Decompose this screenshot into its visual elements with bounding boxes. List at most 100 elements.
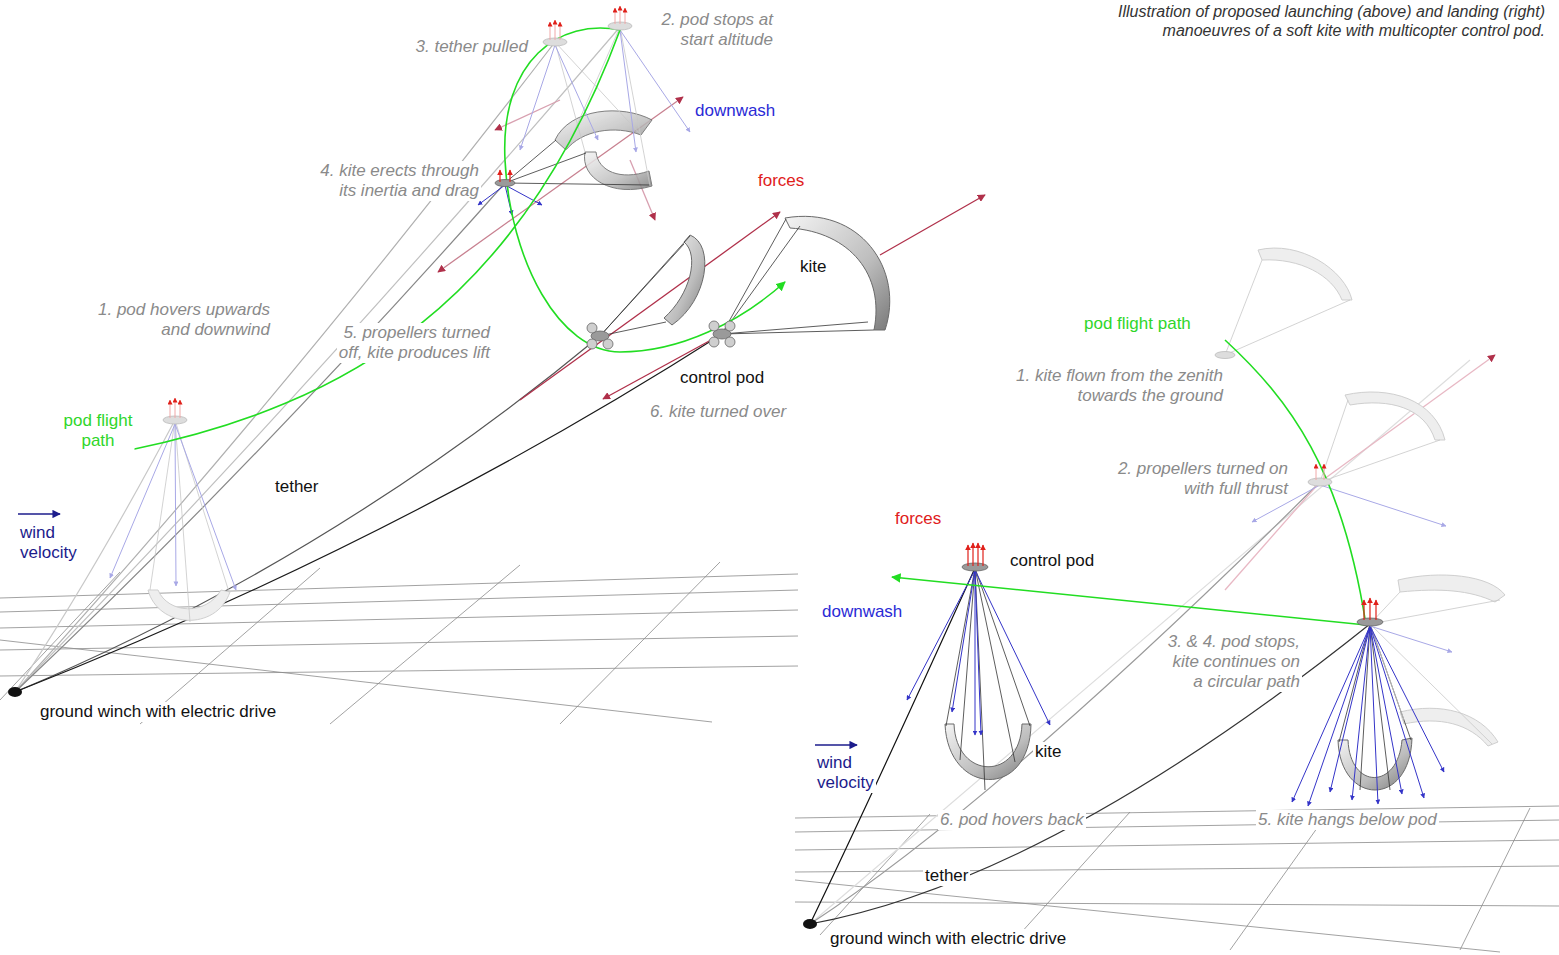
thrust-arrow-part	[180, 400, 181, 418]
bridle-line-part	[505, 153, 586, 183]
downwash-label: downwash	[693, 101, 777, 121]
ground-grid-part	[0, 640, 712, 722]
ground-grid-part	[0, 574, 798, 598]
control-pod-part	[587, 339, 597, 349]
thrust-arrow-part	[977, 543, 978, 566]
ground-grid-part	[1230, 810, 1330, 950]
step-label: 6. pod hovers back	[938, 810, 1086, 830]
ground-grid-part	[0, 610, 798, 628]
step-label: 5. kite hangs below pod	[1256, 810, 1439, 830]
downwash-arrow-part	[1370, 626, 1452, 652]
thrust-arrow-part	[509, 170, 510, 182]
text-line: 1. kite flown from the zenith	[1016, 366, 1223, 386]
text-line: 5. propellers turned	[339, 323, 490, 343]
tether-line-part	[15, 183, 505, 692]
text-line: off, kite produces lift	[339, 343, 490, 363]
force-arrow-part	[603, 334, 722, 399]
downwash-arrow-part	[1370, 626, 1444, 772]
thrust-arrow-part	[170, 400, 171, 418]
control-pod-part	[709, 337, 719, 347]
downwash-arrow-part	[975, 570, 976, 735]
downwash-arrow-part	[1330, 626, 1370, 792]
downwash-label: downwash	[820, 602, 904, 622]
text-line: 2. pod stops at	[661, 10, 773, 30]
thrust-arrow-part	[625, 8, 626, 24]
path-label: pod flight path	[62, 411, 135, 451]
bridle-line-part	[1339, 624, 1370, 742]
ground-winch-part	[803, 919, 817, 929]
downwash-arrow-part	[505, 185, 542, 205]
bridle-line-part	[722, 322, 868, 334]
bridle-line-part	[1225, 300, 1350, 355]
thrust-arrow-part	[555, 20, 556, 40]
bridle-line-part	[960, 568, 975, 760]
step-label: 2. pod stops at start altitude	[659, 10, 775, 50]
thrust-arrow-part	[972, 543, 973, 566]
ground-winch-part	[8, 687, 22, 697]
thrust-arrow-part	[1375, 600, 1376, 620]
thrust-arrow	[500, 170, 1376, 620]
part-name: control pod	[1008, 551, 1096, 571]
downwash-arrow-part	[520, 45, 555, 150]
ground-grid-part	[820, 814, 930, 935]
wind-arrow-part	[815, 744, 857, 745]
bridle-line	[505, 140, 1411, 790]
downwash-arrow	[478, 185, 1444, 806]
ground-grid-part	[0, 666, 798, 676]
text-line: and downwind	[98, 320, 270, 340]
force-arrow-part	[630, 160, 655, 220]
ground-grid-part	[0, 636, 798, 650]
bridle-line-part	[505, 183, 650, 185]
text-line: velocity	[20, 543, 77, 563]
bridle-line-part	[505, 140, 556, 183]
force-arrow-part	[495, 100, 560, 130]
ground-grid-part	[795, 902, 1559, 906]
bridle-line-part	[1320, 400, 1348, 482]
wind-label: wind velocity	[815, 753, 876, 793]
downwash-arrow-part	[175, 424, 176, 586]
kite-shape	[555, 111, 1412, 790]
text-line: wind	[817, 753, 874, 773]
kite-shape-part	[555, 111, 652, 150]
bridle-line	[150, 27, 1500, 744]
downwash-arrow-part	[1292, 626, 1370, 802]
bridle-line-part	[566, 27, 620, 150]
text-line: a circular path	[1168, 672, 1300, 692]
control-pod-part	[1308, 478, 1332, 486]
wind-arrow	[18, 514, 857, 745]
thrust-arrow-part	[1316, 464, 1317, 480]
text-line: pod flight	[64, 411, 133, 431]
ground-grid-part	[0, 572, 120, 700]
downwash-arrow-part	[952, 570, 975, 712]
tether-line-part	[15, 336, 600, 692]
downwash-arrow-part	[1308, 626, 1370, 806]
thrust-arrow-part	[1324, 464, 1325, 480]
ground-grid-part	[1460, 808, 1530, 950]
kite-shape-part	[785, 216, 890, 330]
bridle-line-part	[175, 420, 190, 622]
downwash-arrow-part	[555, 45, 598, 140]
part-name: control pod	[678, 368, 766, 388]
ground-grid-part	[330, 565, 520, 724]
bridle-line-part	[620, 27, 650, 186]
kite-shape-part	[1345, 392, 1445, 440]
bridle-line-part	[600, 322, 666, 336]
thrust-arrow-part	[1369, 598, 1370, 620]
downwash-arrow-part	[1352, 626, 1370, 800]
ground-grid-part	[560, 562, 720, 724]
text-line: 1. pod hovers upwards	[98, 300, 270, 320]
force-arrow	[438, 97, 1495, 590]
flight-path-part	[892, 577, 1366, 625]
downwash-arrow-part	[1370, 626, 1402, 794]
tether-line-part	[15, 334, 722, 692]
part-name: tether	[923, 866, 970, 886]
ground-grid-part	[795, 820, 1559, 832]
text-line: start altitude	[661, 30, 773, 50]
control-pod-part	[709, 321, 719, 331]
text-line: towards the ground	[1016, 386, 1223, 406]
downwash-arrow-part	[1370, 626, 1378, 804]
thrust-arrow-part	[967, 545, 968, 566]
downwash-arrow-part	[975, 570, 1050, 725]
kite-shape-part	[1258, 248, 1352, 300]
bridle-line-part	[1370, 624, 1411, 740]
